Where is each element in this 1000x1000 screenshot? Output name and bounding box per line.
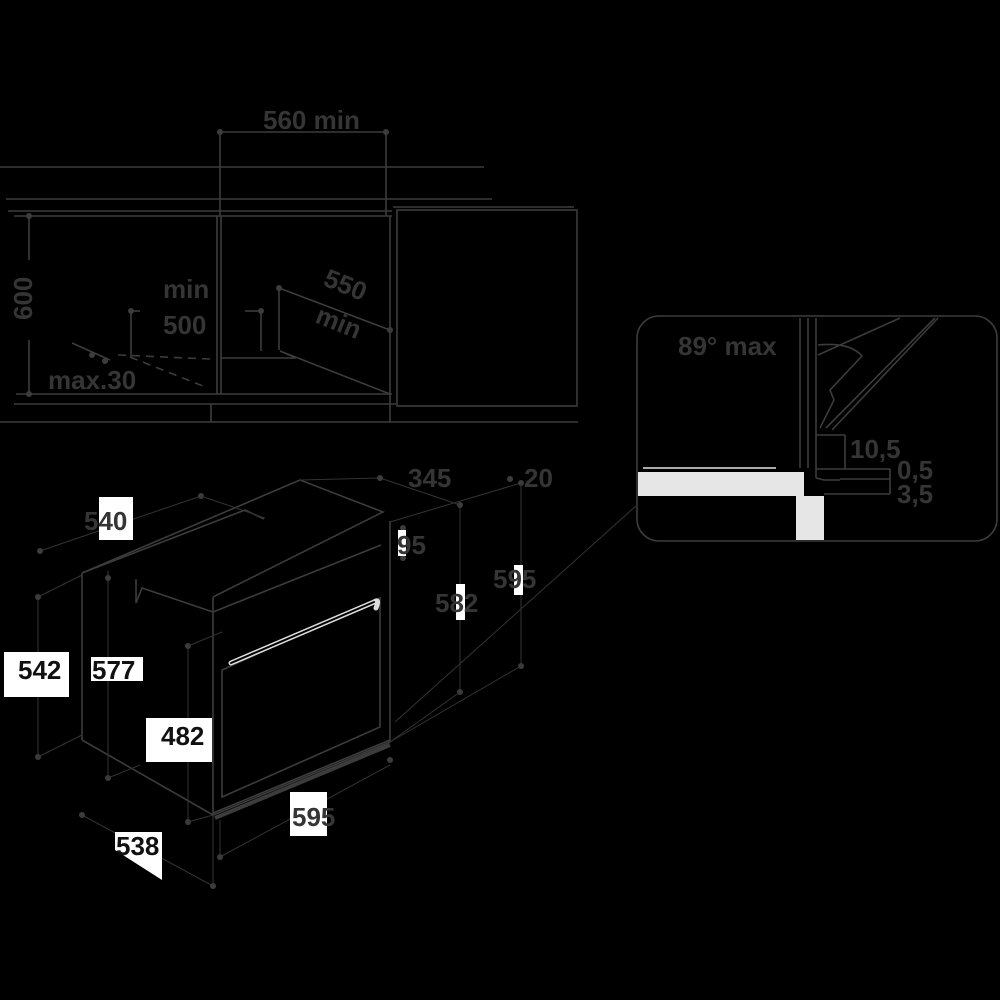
dim-0-5-label: 0,5 xyxy=(897,455,933,485)
angle-label: 89° max xyxy=(678,331,777,361)
door-20-label: 20 xyxy=(524,463,553,493)
height-595-label: 595 xyxy=(493,564,536,594)
niche-height-label: 600 xyxy=(8,277,38,320)
width-538-label: 538 xyxy=(116,831,159,861)
depth-540-label: 540 xyxy=(84,506,127,536)
niche-width-label: 560 min xyxy=(263,105,360,135)
dim-10-5-label: 10,5 xyxy=(850,434,901,464)
dim-3-5-label: 3,5 xyxy=(897,479,933,509)
gap-label: max.30 xyxy=(48,365,136,395)
height-582-label: 582 xyxy=(435,588,478,618)
depth-500-label: 500 xyxy=(163,310,206,340)
width-595-label: 595 xyxy=(292,802,335,832)
height-577-label: 577 xyxy=(92,655,135,685)
hinge-detail-view: 89° max 10,5 0,5 3,5 xyxy=(394,315,998,723)
depth-550-label: 550 xyxy=(320,263,371,307)
depth-550-unit: min xyxy=(312,300,366,345)
panel-95-label: 95 xyxy=(397,530,426,560)
min-label: min xyxy=(163,274,209,304)
height-482-label: 482 xyxy=(161,721,204,751)
depth-345-label: 345 xyxy=(408,463,451,493)
height-542-label: 542 xyxy=(18,655,61,685)
oven-isometric-view: 540 345 20 95 582 595 542 577 482 595 53… xyxy=(4,463,553,889)
niche-view: 560 min 600 min 500 max.30 550 min xyxy=(0,105,578,423)
